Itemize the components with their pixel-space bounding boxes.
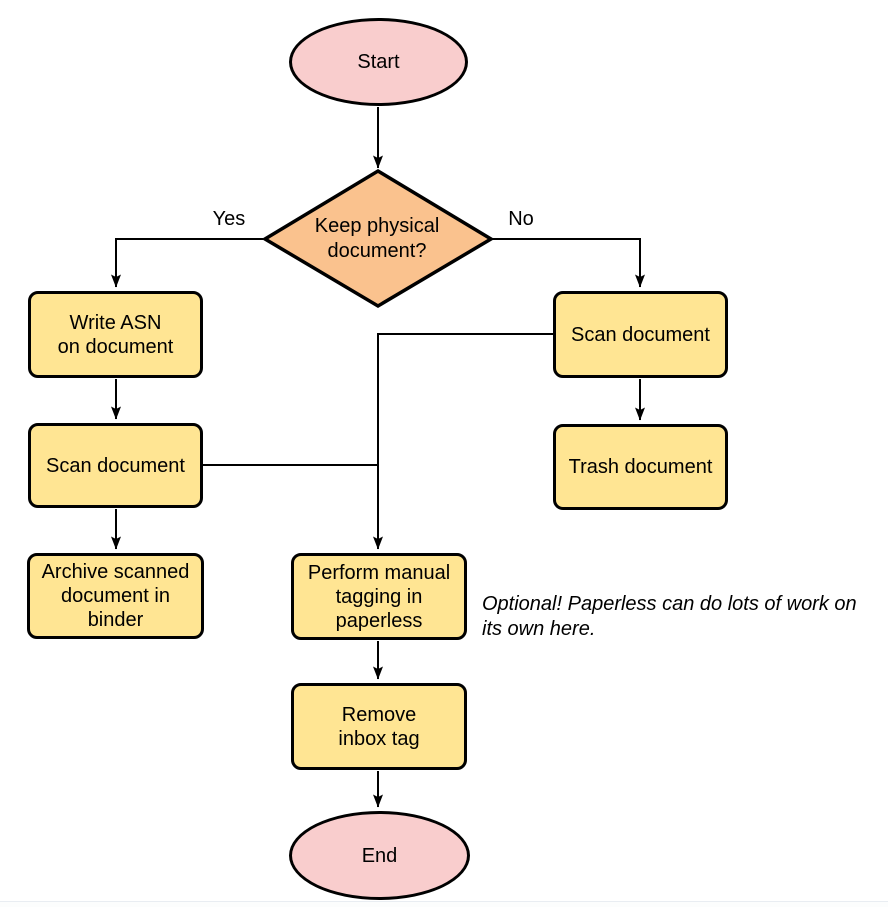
edge-scanright-to-tagging <box>373 333 553 550</box>
node-remove-inbox-tag: Remove inbox tag <box>291 683 467 770</box>
node-trash-document: Trash document <box>553 424 728 510</box>
node-end: End <box>289 811 470 900</box>
node-manual-tagging: Perform manual tagging in paperless <box>291 553 467 640</box>
node-start: Start <box>289 18 468 106</box>
node-write-asn: Write ASN on document <box>28 291 203 378</box>
edge-decision-no <box>491 238 645 288</box>
decision-diamond-shape <box>261 168 495 309</box>
optional-note: Optional! Paperless can do lots of work … <box>482 593 857 640</box>
edge-label-no: No <box>508 208 534 230</box>
node-scan-document-right: Scan document <box>553 291 728 378</box>
viewport-bottom-edge <box>0 901 888 907</box>
node-decision-label: Keep physical document? <box>314 215 440 262</box>
node-scan-document-left: Scan document <box>28 423 203 508</box>
edge-decision-yes <box>111 238 263 288</box>
node-archive-in-binder: Archive scanned document in binder <box>27 553 204 639</box>
edge-label-yes: Yes <box>212 208 246 230</box>
